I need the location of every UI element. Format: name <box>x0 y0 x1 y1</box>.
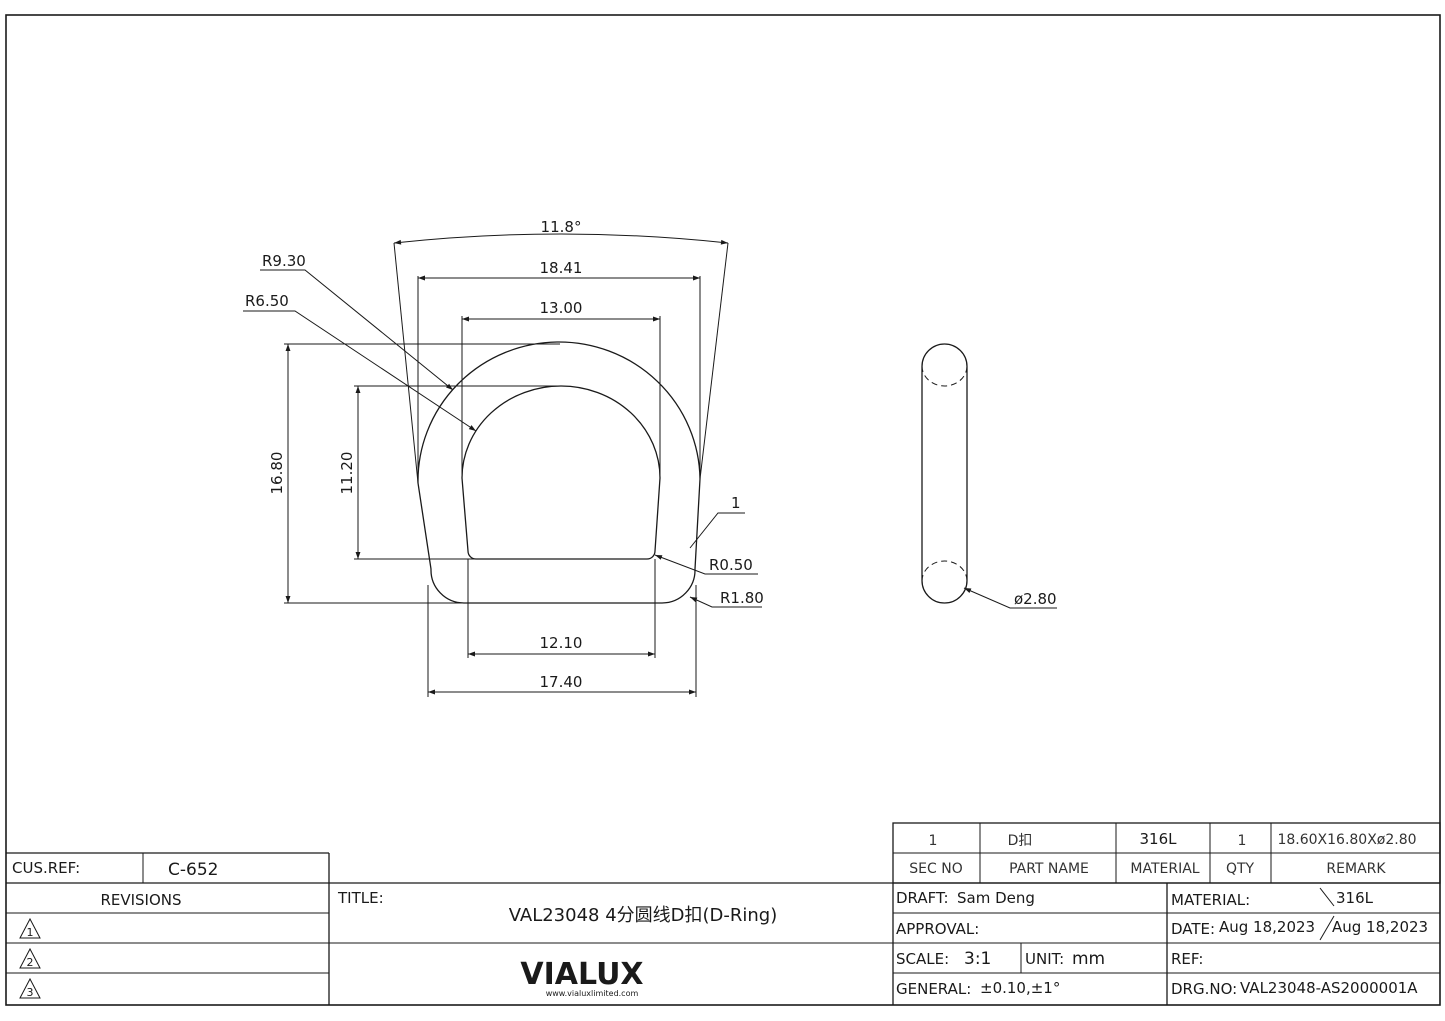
scale-value: 3:1 <box>964 949 991 969</box>
cus-ref-value: C-652 <box>168 860 218 880</box>
bom-part-name: D扣 <box>1008 833 1033 849</box>
outer-top-width-text: 18.41 <box>540 259 583 277</box>
date-label: DATE: <box>1171 920 1215 938</box>
material-value: 316L <box>1336 889 1374 907</box>
inner-radius-text: R6.50 <box>245 292 289 310</box>
outer-corner-radius-text: R1.80 <box>720 589 764 607</box>
draft-label: DRAFT: <box>896 889 949 907</box>
material-label: MATERIAL: <box>1171 891 1250 909</box>
revision-triangle-3: 3 <box>19 977 41 999</box>
wire-diameter-text: ø2.80 <box>1014 590 1057 608</box>
d-ring-side-view <box>921 343 968 604</box>
extension-lines <box>284 242 729 697</box>
bom-remark: 18.60X16.80Xø2.80 <box>1277 832 1416 848</box>
outer-height-text: 16.80 <box>268 452 286 495</box>
balloon-text: 1 <box>731 494 741 512</box>
general-label: GENERAL: <box>896 980 971 998</box>
inner-radius-leader <box>243 310 477 432</box>
vialux-logo: VIALUX www.vialuxlimited.com <box>520 957 643 998</box>
outer-bottom-width-text: 17.40 <box>540 673 583 691</box>
unit-label: UNIT: <box>1025 950 1064 968</box>
title-block: CUS.REF: C-652 REVISIONS 1 2 3 TITLE: VA… <box>6 852 1440 1005</box>
angle-dim-text: 11.8° <box>541 218 582 236</box>
ref-label: REF: <box>1171 950 1203 968</box>
bom-qty: 1 <box>1238 833 1247 849</box>
logo-text: VIALUX <box>520 957 643 992</box>
revisions-label: REVISIONS <box>100 891 181 909</box>
outer-corner-radius-leader <box>689 596 762 608</box>
sheet-border <box>5 14 1441 1006</box>
cus-ref-label: CUS.REF: <box>12 859 80 877</box>
angle-dimension-arc <box>393 233 729 245</box>
d-ring-outer-contour <box>417 341 701 604</box>
bom-header-sec-no: SEC NO <box>909 861 962 877</box>
drg-value: VAL23048-AS2000001A <box>1240 979 1418 997</box>
d-ring-inner-contour <box>461 385 661 560</box>
d-ring-front-view <box>417 341 701 604</box>
bom-header-material: MATERIAL <box>1130 861 1199 877</box>
draft-value: Sam Deng <box>957 889 1035 907</box>
bom-header-qty: QTY <box>1226 861 1255 877</box>
title-label: TITLE: <box>337 889 384 907</box>
outer-radius-leader <box>260 269 454 391</box>
outer-radius-text: R9.30 <box>262 252 306 270</box>
inner-top-width-text: 13.00 <box>540 299 583 317</box>
svg-text:3: 3 <box>27 986 34 999</box>
side-view-upper-hidden-arc <box>921 365 968 387</box>
inner-corner-radius-leader <box>654 554 758 575</box>
bom-header-part-name: PART NAME <box>1009 861 1089 877</box>
side-view-outline <box>921 343 968 604</box>
date-value-1: Aug 18,2023 <box>1219 918 1315 936</box>
side-view-lower-hidden-arc <box>921 560 968 582</box>
general-value: ±0.10,±1° <box>980 979 1060 997</box>
logo-url: www.vialuxlimited.com <box>546 989 639 998</box>
svg-text:2: 2 <box>27 956 34 969</box>
dimension-lines <box>285 233 729 695</box>
drg-label: DRG.NO: <box>1171 980 1237 998</box>
scale-label: SCALE: <box>896 950 949 968</box>
revision-triangle-1: 1 <box>19 917 41 939</box>
inner-bottom-width-text: 12.10 <box>540 634 583 652</box>
bom-sec-no: 1 <box>929 833 938 849</box>
bom-header-remark: REMARK <box>1326 861 1386 877</box>
unit-value: mm <box>1072 949 1105 969</box>
date-value-2: Aug 18,2023 <box>1332 918 1428 936</box>
title-value: VAL23048 4分圆线D扣(D-Ring) <box>509 905 778 926</box>
svg-text:1: 1 <box>27 926 34 939</box>
inner-height-text: 11.20 <box>338 452 356 495</box>
approval-label: APPROVAL: <box>896 920 979 938</box>
leader-lines <box>243 269 1057 609</box>
balloon-leader <box>689 512 745 549</box>
bom-table: 1 D扣 316L 1 18.60X16.80Xø2.80 SEC NO PAR… <box>892 822 1441 884</box>
wire-diameter-leader <box>963 587 1057 609</box>
inner-corner-radius-text: R0.50 <box>709 556 753 574</box>
dimension-texts: 11.8° 18.41 13.00 R9.30 R6.50 16.80 11.2… <box>245 218 1057 691</box>
revision-triangle-2: 2 <box>19 947 41 969</box>
bom-material: 316L <box>1140 830 1178 848</box>
